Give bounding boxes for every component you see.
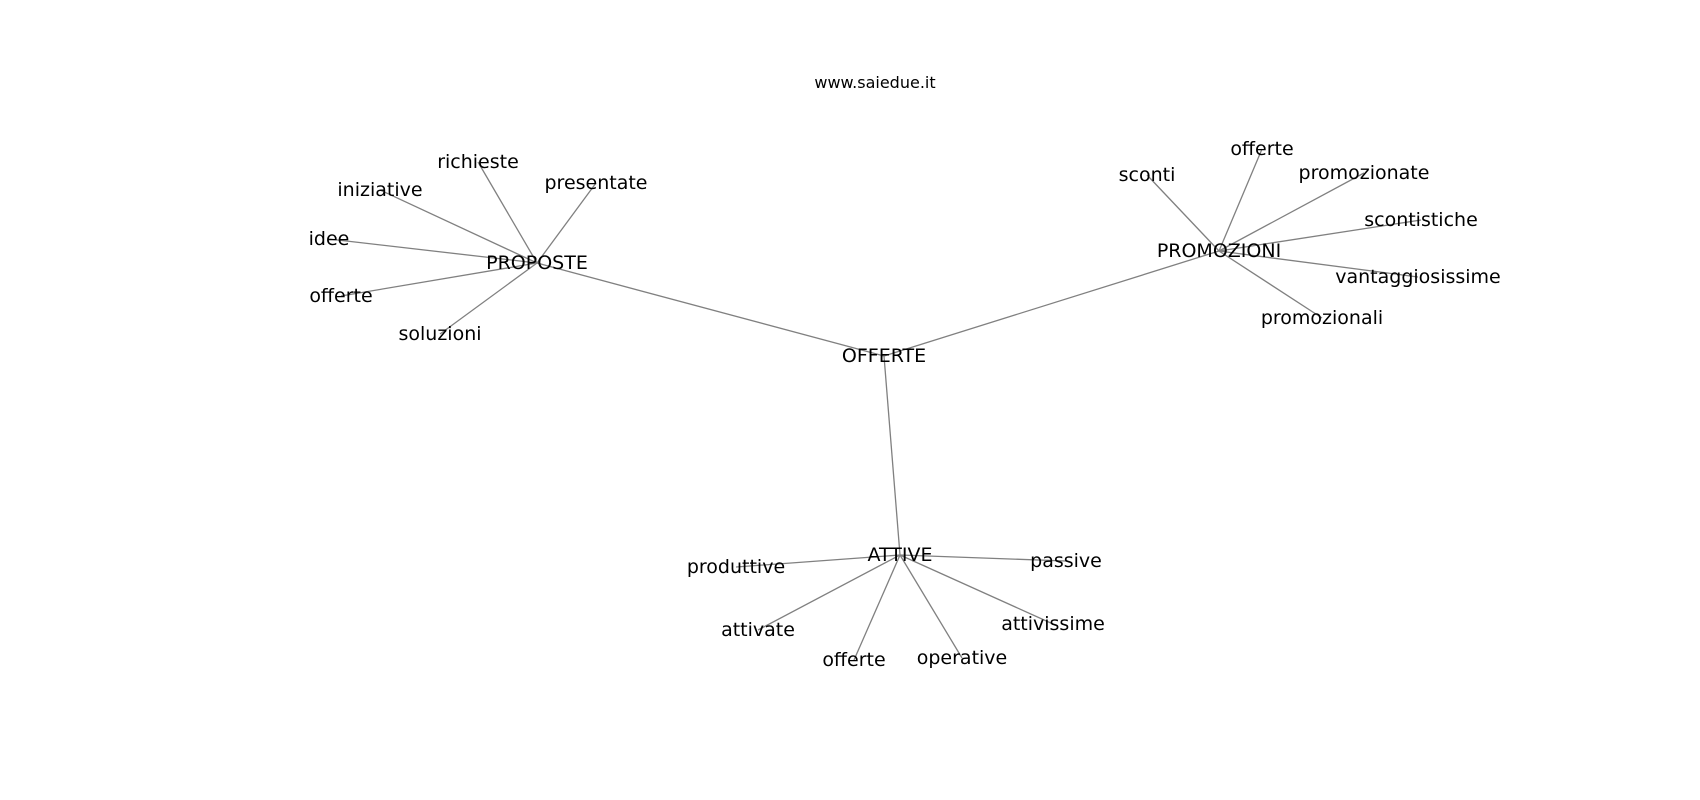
edge-proposte-iniziative xyxy=(379,189,538,264)
edge-proposte-richieste xyxy=(477,161,538,264)
edge-attive-passive xyxy=(899,554,1067,562)
edge-proposte-idee xyxy=(328,238,538,264)
edge-promozioni-scontistiche xyxy=(1218,219,1422,252)
node-label-promozioni: PROMOZIONI xyxy=(1157,240,1281,262)
node-label-passive: passive xyxy=(1030,550,1102,572)
node-label-scontistiche: scontistiche xyxy=(1364,209,1478,231)
edge-promozioni-promozionali xyxy=(1218,250,1323,319)
edge-promozioni-offerte_pr xyxy=(1218,148,1263,252)
graph-title: www.saiedue.it xyxy=(814,73,935,92)
edge-proposte-offerte_p xyxy=(340,262,538,297)
node-label-proposte: PROPOSTE xyxy=(486,252,588,274)
edge-attive-produttive xyxy=(735,554,901,568)
edge-attive-attivate xyxy=(757,554,901,631)
edge-offerte_center-proposte xyxy=(536,262,885,357)
edges-layer xyxy=(328,148,1422,661)
edge-promozioni-sconti xyxy=(1146,174,1220,252)
node-label-operative: operative xyxy=(917,647,1008,669)
node-label-idee: idee xyxy=(309,228,350,250)
edge-proposte-soluzioni xyxy=(439,262,538,335)
node-label-richieste: richieste xyxy=(437,151,519,173)
edge-offerte_center-promozioni xyxy=(883,250,1220,357)
edge-promozioni-vantaggiosissime xyxy=(1218,250,1419,278)
edge-offerte_center-attive xyxy=(883,355,901,556)
node-label-attivate: attivate xyxy=(721,619,795,641)
node-label-vantaggiosissime: vantaggiosissime xyxy=(1335,266,1501,288)
node-label-sconti: sconti xyxy=(1119,164,1176,186)
node-label-offerte-pr: offerte xyxy=(1230,138,1293,160)
node-label-produttive: produttive xyxy=(687,556,785,578)
edge-promozioni-promozionate xyxy=(1218,172,1365,252)
node-label-attive: ATTIVE xyxy=(867,544,932,566)
edge-attive-offerte_a xyxy=(853,554,901,661)
node-label-iniziative: iniziative xyxy=(337,179,422,201)
edge-proposte-presentate xyxy=(536,182,597,264)
node-label-attivissime: attivissime xyxy=(1001,613,1105,635)
node-label-promozionate: promozionate xyxy=(1299,162,1430,184)
node-label-soluzioni: soluzioni xyxy=(398,323,481,345)
edge-attive-attivissime xyxy=(899,554,1054,625)
node-label-promozionali: promozionali xyxy=(1261,307,1383,329)
node-label-offerte-a: offerte xyxy=(822,649,885,671)
edge-attive-operative xyxy=(899,554,963,659)
labels-layer: OFFERTE PROPOSTE PROMOZIONI ATTIVE richieste… xyxy=(309,138,1501,671)
node-label-presentate: presentate xyxy=(544,172,647,194)
node-label-offerte-p: offerte xyxy=(309,285,372,307)
node-label-offerte-center: OFFERTE xyxy=(842,345,926,367)
